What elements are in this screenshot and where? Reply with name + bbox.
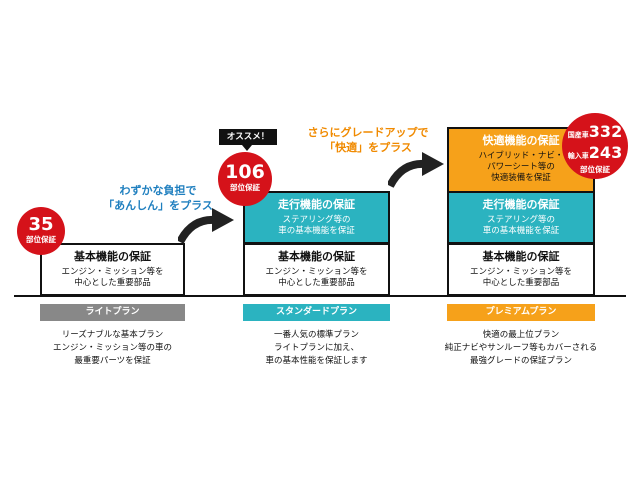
caption-step1: わずかな負担で 「あんしん」をプラス bbox=[88, 183, 228, 213]
standard-desc-line3: 車の基本性能を保証します bbox=[265, 356, 368, 366]
premium-domestic-label: 国産車 bbox=[567, 131, 589, 139]
premium-basic-title: 基本機能の保証 bbox=[482, 250, 560, 263]
premium-import-value: 243 bbox=[588, 143, 623, 162]
lite-badge: 35 部位保証 bbox=[17, 207, 65, 255]
lite-basic-line1: エンジン・ミッション等を bbox=[61, 267, 164, 277]
standard-driving-line1: ステアリング等の bbox=[282, 215, 351, 225]
lite-basic-line2: 中心とした重要部品 bbox=[74, 278, 151, 288]
lite-basic-title: 基本機能の保証 bbox=[74, 250, 151, 263]
caption-step2-line1: さらにグレードアップで bbox=[307, 126, 429, 139]
premium-badge-unit: 部位保証 bbox=[580, 165, 610, 174]
premium-comfort-line1: ハイブリッド・ナビ・ bbox=[478, 151, 564, 161]
lite-badge-unit: 部位保証 bbox=[26, 235, 56, 244]
caption-step2-line2: 「快適」をプラス bbox=[324, 141, 412, 154]
premium-basic-box: 基本機能の保証 エンジン・ミッション等を 中心とした重要部品 bbox=[447, 243, 595, 296]
standard-desc-line2: ライトプランに加え、 bbox=[273, 343, 359, 353]
premium-import-label: 輸入車 bbox=[567, 152, 589, 160]
premium-plan-label: プレミアムプラン bbox=[447, 304, 595, 321]
standard-plan-desc: 一番人気の標準プラン ライトプランに加え、 車の基本性能を保証します bbox=[233, 329, 400, 368]
premium-driving-title: 走行機能の保証 bbox=[482, 198, 560, 211]
lite-plan-desc: リーズナブルな基本プラン エンジン・ミッション等の車の 最重要パーツを保証 bbox=[30, 329, 195, 368]
standard-basic-line1: エンジン・ミッション等を bbox=[265, 267, 368, 277]
premium-basic-line2: 中心とした重要部品 bbox=[482, 278, 560, 288]
standard-plan-label: スタンダードプラン bbox=[243, 304, 390, 321]
premium-plan-desc: 快適の最上位プラン 純正ナビやサンルーフ等もカバーされる 最強グレードの保証プラ… bbox=[425, 329, 617, 368]
lite-desc-line3: 最重要パーツを保証 bbox=[74, 356, 151, 366]
recommend-pointer bbox=[242, 145, 252, 151]
standard-basic-title: 基本機能の保証 bbox=[278, 250, 355, 263]
premium-comfort-title: 快適機能の保証 bbox=[482, 134, 560, 147]
caption-step2: さらにグレードアップで 「快適」をプラス bbox=[293, 125, 443, 155]
premium-driving-line1: ステアリング等の bbox=[486, 215, 555, 225]
lite-desc-line1: リーズナブルな基本プラン bbox=[61, 330, 164, 340]
premium-comfort-box: 快適機能の保証 ハイブリッド・ナビ・ パワーシート等の 快適装備を保証 bbox=[447, 127, 595, 193]
baseline-divider bbox=[14, 295, 626, 297]
premium-badge: 国産車332 輸入車243 部位保証 bbox=[562, 113, 628, 179]
standard-basic-box: 基本機能の保証 エンジン・ミッション等を 中心とした重要部品 bbox=[243, 243, 390, 296]
standard-driving-line2: 車の基本機能を保証 bbox=[278, 226, 355, 236]
caption-step1-line2: 「あんしん」をプラス bbox=[103, 199, 213, 212]
premium-basic-line1: エンジン・ミッション等を bbox=[469, 267, 572, 277]
premium-desc-line3: 最強グレードの保証プラン bbox=[469, 356, 572, 366]
recommend-badge: オススメ！ bbox=[219, 129, 277, 145]
premium-desc-line1: 快適の最上位プラン bbox=[482, 330, 560, 340]
curved-arrow-icon bbox=[388, 152, 444, 188]
lite-plan-label: ライトプラン bbox=[40, 304, 185, 321]
standard-driving-box: 走行機能の保証 ステアリング等の 車の基本機能を保証 bbox=[243, 191, 390, 244]
standard-badge: 106 部位保証 bbox=[218, 152, 272, 206]
lite-desc-line2: エンジン・ミッション等の車の bbox=[52, 343, 172, 353]
standard-driving-title: 走行機能の保証 bbox=[278, 198, 355, 211]
premium-comfort-line3: 快適装備を保証 bbox=[491, 173, 551, 183]
premium-domestic-value: 332 bbox=[588, 122, 623, 141]
standard-desc-line1: 一番人気の標準プラン bbox=[273, 330, 359, 340]
premium-driving-line2: 車の基本機能を保証 bbox=[482, 226, 560, 236]
premium-desc-line2: 純正ナビやサンルーフ等もカバーされる bbox=[444, 343, 598, 353]
lite-badge-value: 35 bbox=[28, 214, 54, 235]
standard-basic-line2: 中心とした重要部品 bbox=[278, 278, 355, 288]
lite-basic-box: 基本機能の保証 エンジン・ミッション等を 中心とした重要部品 bbox=[40, 243, 185, 296]
standard-badge-unit: 部位保証 bbox=[230, 183, 260, 192]
caption-step1-line1: わずかな負担で bbox=[119, 184, 197, 197]
curved-arrow-icon bbox=[178, 208, 234, 244]
premium-driving-box: 走行機能の保証 ステアリング等の 車の基本機能を保証 bbox=[447, 191, 595, 244]
premium-comfort-line2: パワーシート等の bbox=[487, 162, 555, 172]
standard-badge-value: 106 bbox=[225, 161, 265, 183]
